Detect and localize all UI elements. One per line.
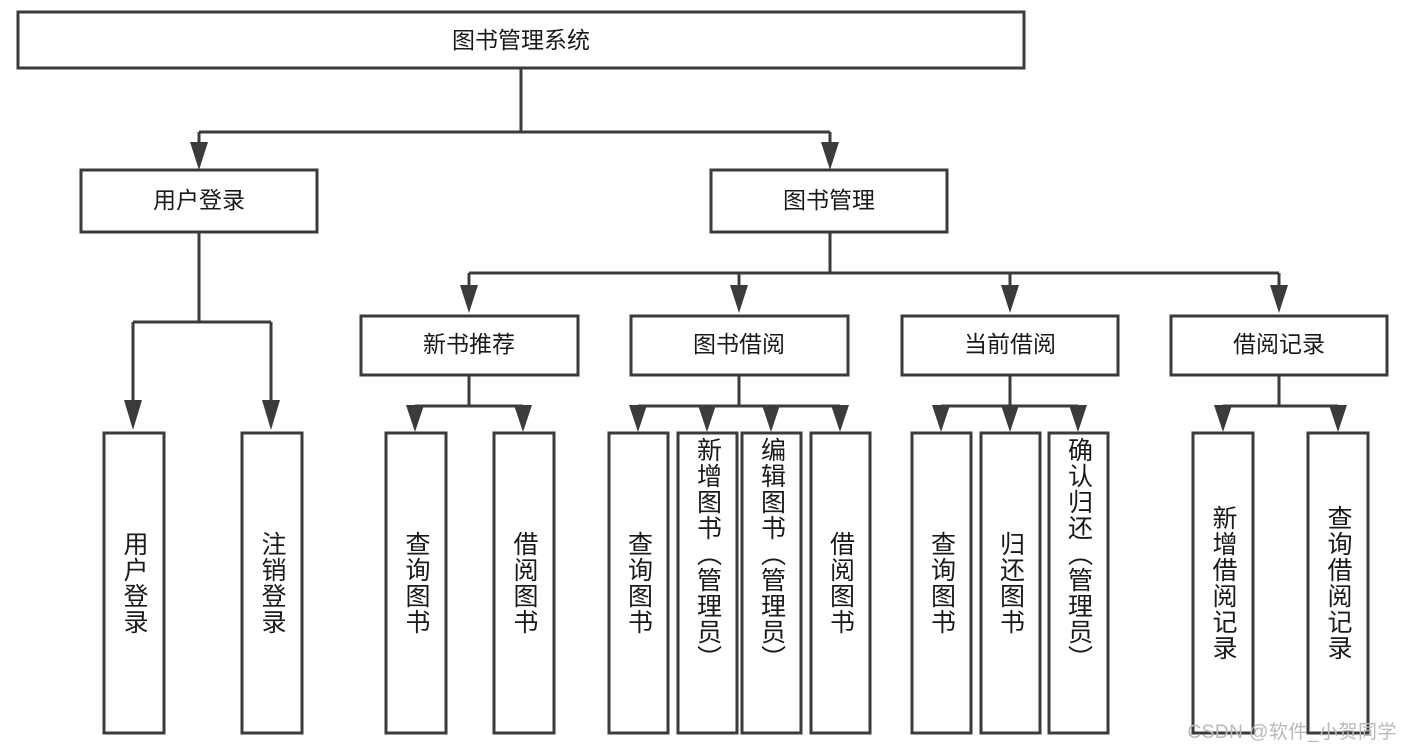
- connectors-new-book-recommend-to-leaves: [406, 375, 532, 432]
- arrow-to-borrow-record: [1270, 285, 1288, 313]
- arrow-to-current-borrow: [1001, 285, 1019, 313]
- arrow-to-leaf-query-book-3: [932, 405, 950, 432]
- arrow-to-leaf-add-book: [698, 405, 716, 432]
- arrow-to-leaf-query-book-1: [406, 405, 424, 432]
- label-book-management: 图书管理: [783, 187, 875, 213]
- arrow-to-leaf-query-record: [1329, 405, 1347, 432]
- node-borrow-record[interactable]: [1169, 314, 1389, 377]
- connectors-book-management-to-level3: [460, 232, 1288, 313]
- node-leaf-user-login[interactable]: [102, 431, 166, 735]
- node-new-book-recommend[interactable]: [359, 314, 580, 377]
- connectors-user-login-to-leaves: [124, 232, 280, 430]
- arrow-to-new-book-recommend: [460, 285, 478, 313]
- node-leaf-add-book[interactable]: [676, 431, 739, 735]
- watermark-text: CSDN @软件_小贺同学: [1187, 722, 1397, 743]
- arrow-to-leaf-user-login: [124, 400, 142, 430]
- node-user-login[interactable]: [79, 168, 319, 234]
- node-leaf-query-record[interactable]: [1306, 431, 1370, 735]
- arrow-to-leaf-add-record: [1214, 405, 1232, 432]
- connectors-current-borrow-to-leaves: [932, 375, 1087, 432]
- node-leaf-query-book-1[interactable]: [384, 431, 448, 735]
- connectors-book-borrow-to-leaves: [629, 375, 849, 432]
- label-user-login: 用户登录: [153, 187, 245, 213]
- arrow-to-leaf-query-book-2: [629, 405, 647, 432]
- connectors-borrow-record-to-leaves: [1214, 375, 1347, 432]
- label-root: 图书管理系统: [452, 27, 590, 53]
- connectors-root-to-level2: [190, 68, 839, 170]
- node-leaf-logout[interactable]: [240, 431, 304, 735]
- arrow-to-book-borrow: [730, 285, 748, 313]
- label-current-borrow: 当前借阅: [964, 331, 1056, 357]
- label-new-book-recommend: 新书推荐: [423, 331, 515, 357]
- node-leaf-confirm-return[interactable]: [1047, 431, 1110, 735]
- node-leaf-borrow-book-2[interactable]: [809, 431, 872, 735]
- arrow-to-leaf-edit-book: [762, 405, 780, 432]
- arrow-to-leaf-confirm-return: [1069, 405, 1087, 432]
- node-leaf-borrow-book-1[interactable]: [492, 431, 556, 735]
- node-book-borrow[interactable]: [629, 314, 850, 377]
- node-leaf-query-book-3[interactable]: [910, 431, 973, 735]
- node-leaf-edit-book[interactable]: [740, 431, 803, 735]
- arrow-to-leaf-return-book: [1001, 405, 1019, 432]
- node-leaf-query-book-2[interactable]: [607, 431, 670, 735]
- node-leaf-return-book[interactable]: [979, 431, 1042, 735]
- node-leaf-add-record[interactable]: [1191, 431, 1255, 735]
- node-current-borrow[interactable]: [900, 314, 1120, 377]
- arrow-to-user-login: [190, 142, 208, 170]
- node-root[interactable]: [16, 10, 1026, 70]
- arrow-to-leaf-logout: [262, 400, 280, 430]
- label-book-borrow: 图书借阅: [693, 331, 785, 357]
- arrow-to-book-management: [821, 142, 839, 170]
- label-borrow-record: 借阅记录: [1233, 331, 1325, 357]
- arrow-to-leaf-borrow-book-2: [831, 405, 849, 432]
- arrow-to-leaf-borrow-book-1: [514, 405, 532, 432]
- node-book-management[interactable]: [709, 168, 949, 234]
